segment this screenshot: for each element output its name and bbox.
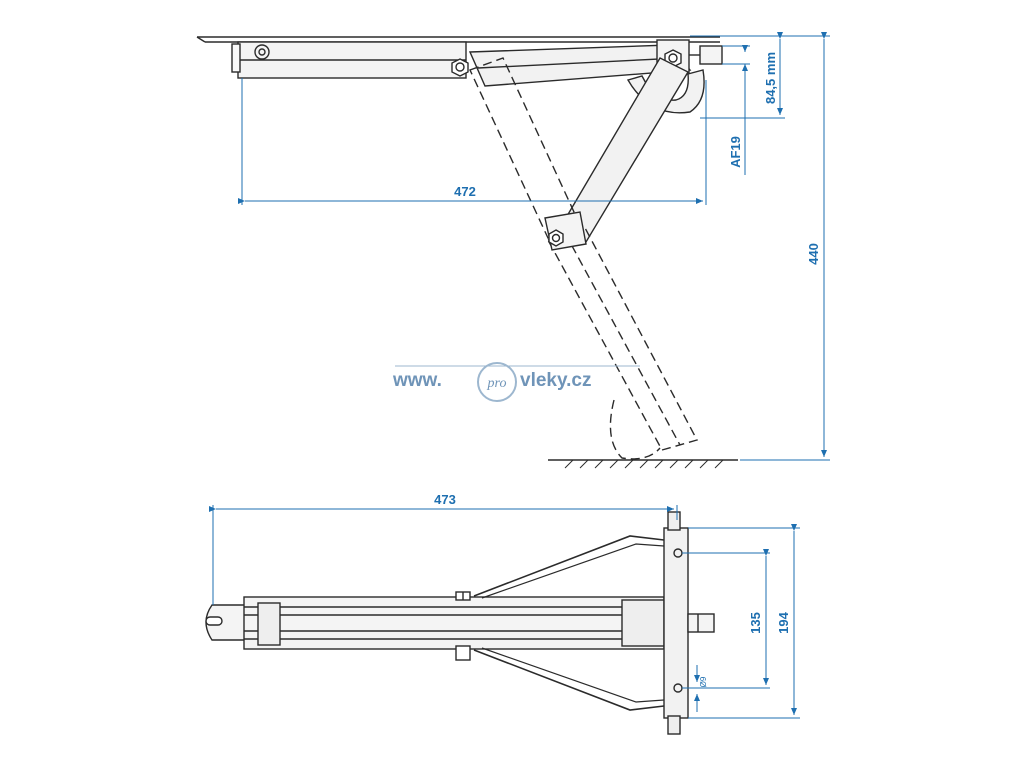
main-arm — [243, 596, 665, 650]
top-dimension-labels: 473 194 135 Ø9 — [434, 492, 791, 687]
pivot-clamp — [455, 591, 471, 661]
side-dimensions — [238, 32, 830, 461]
ground-line — [548, 459, 738, 469]
watermark-suffix: vleky.cz — [520, 370, 591, 391]
watermark-prefix: www. — [392, 370, 442, 391]
dim-135: 135 — [748, 612, 763, 634]
upper-arm — [231, 41, 467, 79]
side-dimension-labels: 472 440 84,5 mm AF19 — [454, 52, 821, 265]
dim-440: 440 — [806, 243, 821, 265]
dim-84-5: 84,5 mm — [763, 52, 778, 104]
mounting-plate — [196, 36, 720, 43]
triangle-frame — [473, 535, 665, 711]
watermark: www. pro vleky.cz — [392, 362, 640, 402]
watermark-circle-icon — [477, 362, 517, 402]
dim-473: 473 — [434, 492, 456, 507]
top-view — [205, 511, 715, 735]
leg-lower-dashed — [469, 57, 699, 460]
dim-472: 472 — [454, 184, 476, 199]
dim-194: 194 — [776, 611, 791, 633]
hinge-nut-left — [451, 58, 469, 77]
leg-pivot — [544, 211, 587, 251]
top-dimensions — [209, 505, 800, 719]
side-view — [196, 36, 738, 469]
watermark-circle-text: pro — [487, 376, 507, 391]
brace-arm — [468, 44, 692, 87]
dim-af19: AF19 — [728, 136, 743, 168]
crank-stub — [687, 613, 715, 633]
dim-hole-diameter: Ø9 — [699, 676, 708, 687]
base-plate — [663, 511, 689, 735]
